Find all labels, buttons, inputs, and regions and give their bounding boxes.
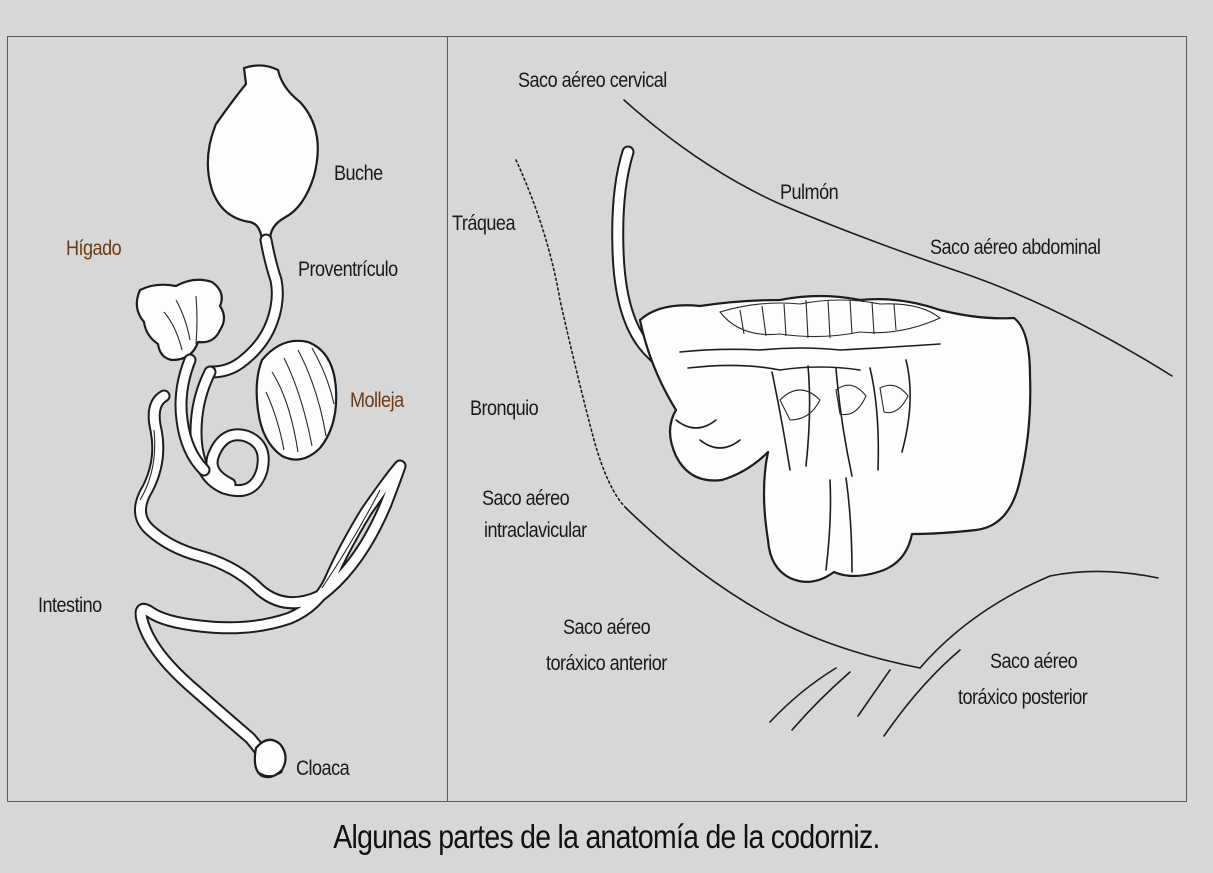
higado-shape (137, 280, 224, 360)
figure-caption: Algunas partes de la anatomía de la codo… (85, 818, 1128, 856)
intestino-shape (140, 396, 400, 760)
label-saco-toracico-anterior-line1: Saco aéreo (563, 616, 650, 640)
cloaca-shape (255, 740, 286, 777)
respiratory-system (516, 100, 1172, 736)
label-cloaca: Cloaca (296, 757, 349, 781)
label-buche: Buche (334, 162, 383, 186)
label-saco-intraclavicular-line1: Saco aéreo (482, 487, 569, 511)
label-intestino: Intestino (38, 594, 102, 618)
label-proventriculo: Proventrículo (298, 258, 398, 282)
label-saco-toracico-anterior-line2: toráxico anterior (546, 652, 667, 676)
label-molleja: Molleja (350, 389, 404, 413)
label-traquea: Tráquea (452, 212, 515, 236)
pulmon-shape (640, 296, 1030, 582)
label-higado: Hígado (66, 237, 121, 261)
label-bronquio: Bronquio (470, 397, 538, 421)
label-saco-toracico-posterior-line2: toráxico posterior (958, 686, 1087, 710)
buche-shape (208, 65, 318, 240)
label-saco-cervical: Saco aéreo cervical (518, 69, 667, 93)
label-saco-abdominal: Saco aéreo abdominal (930, 236, 1100, 260)
saco-intraclavicular-outline (516, 160, 626, 508)
label-pulmon: Pulmón (780, 181, 838, 205)
label-saco-intraclavicular-line2: intraclavicular (484, 519, 587, 543)
label-saco-toracico-posterior-line1: Saco aéreo (990, 650, 1077, 674)
